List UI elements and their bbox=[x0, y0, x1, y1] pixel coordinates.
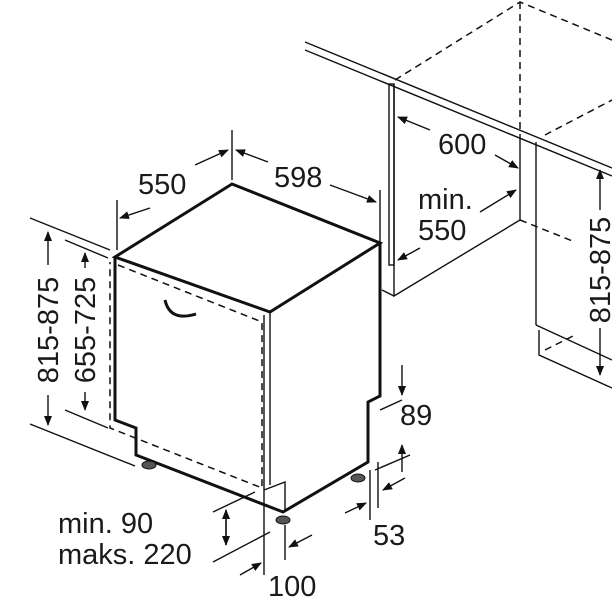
total-height-label: 815-875 bbox=[33, 277, 65, 383]
foot-icon bbox=[275, 515, 291, 525]
foot-icon bbox=[350, 473, 366, 483]
rear-offset-label: 53 bbox=[373, 520, 405, 552]
niche-depth-min-label: min. bbox=[418, 184, 473, 216]
width-label: 598 bbox=[274, 162, 322, 194]
plinth-min-label: min. 90 bbox=[58, 508, 153, 540]
plinth-depth-label: 100 bbox=[268, 571, 316, 599]
dimension-lines bbox=[29, 116, 604, 576]
niche-width-label: 600 bbox=[438, 129, 486, 161]
foot-icon bbox=[141, 460, 157, 470]
plinth-recess-label: 89 bbox=[400, 400, 432, 432]
dishwasher bbox=[109, 182, 384, 525]
niche-height-label: 815-875 bbox=[585, 217, 612, 323]
door-height-label: 655-725 bbox=[70, 277, 102, 383]
plinth-max-label: maks. 220 bbox=[58, 539, 192, 571]
niche-depth-value-label: 550 bbox=[418, 215, 466, 247]
depth-label: 550 bbox=[138, 169, 186, 201]
